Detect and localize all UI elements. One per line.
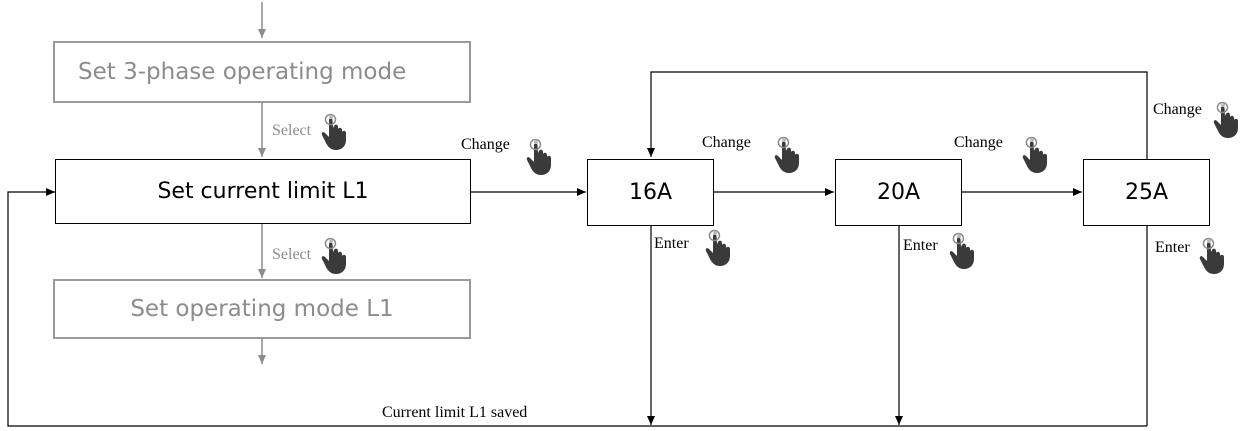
option-25a: 25A: [1083, 159, 1210, 226]
touch-hand-icon: [525, 138, 552, 176]
saved-label: Current limit L1 saved: [382, 404, 528, 421]
change-label-2: Change: [702, 134, 751, 151]
touch-hand-icon: [773, 136, 800, 174]
option-20a: 20A: [835, 159, 962, 226]
change-label-1: Change: [461, 136, 510, 153]
select-label-1: Select: [272, 122, 312, 139]
saved-return-arrow: [7, 188, 1147, 427]
change-loop-arrow: [647, 71, 1148, 159]
enter-label-20a: Enter: [903, 237, 938, 254]
change-label-4: Change: [1153, 101, 1202, 118]
touch-hand-icon: [320, 113, 347, 151]
enter-label-16a: Enter: [654, 235, 689, 252]
touch-hand-icon: [1021, 136, 1048, 174]
touch-hand-icon: [704, 229, 731, 267]
select-label-2: Select: [272, 246, 312, 263]
step-set-3-phase-operating-mode: Set 3-phase operating mode: [53, 41, 471, 103]
option-16a: 16A: [587, 159, 714, 226]
step-set-operating-mode-l1: Set operating mode L1: [53, 279, 471, 339]
touch-hand-icon: [948, 232, 975, 270]
change-label-3: Change: [954, 134, 1003, 151]
step-set-current-limit-l1: Set current limit L1: [55, 159, 471, 224]
touch-hand-icon: [1198, 237, 1225, 275]
touch-hand-icon: [320, 237, 347, 275]
touch-hand-icon: [1212, 101, 1239, 139]
enter-label-25a: Enter: [1155, 239, 1190, 256]
